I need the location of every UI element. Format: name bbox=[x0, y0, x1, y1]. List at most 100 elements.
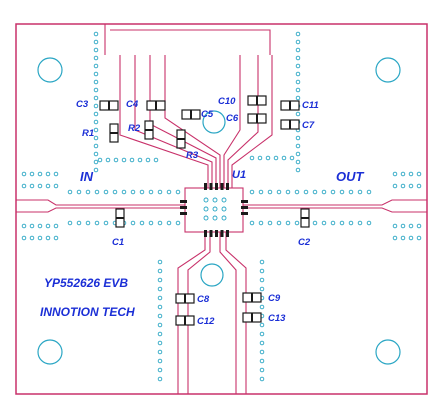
via bbox=[29, 235, 35, 241]
via bbox=[295, 31, 301, 37]
via bbox=[295, 143, 301, 149]
via bbox=[259, 286, 265, 292]
top-trace bbox=[104, 24, 271, 55]
reference-designator: C4 bbox=[126, 99, 139, 110]
via bbox=[259, 304, 265, 310]
via bbox=[139, 220, 145, 226]
input-port-label: IN bbox=[80, 169, 94, 184]
via bbox=[157, 277, 163, 283]
via bbox=[93, 127, 99, 133]
ic-pin bbox=[209, 230, 213, 237]
via bbox=[392, 235, 398, 241]
via bbox=[157, 349, 163, 355]
via bbox=[93, 39, 99, 45]
board-title-line-1: YP552626 EVB bbox=[44, 276, 128, 290]
board-title-line-2: INNOTION TECH bbox=[40, 305, 135, 319]
via bbox=[295, 63, 301, 69]
via bbox=[93, 159, 99, 165]
component-divider bbox=[289, 120, 291, 129]
via bbox=[295, 95, 301, 101]
via bbox=[93, 47, 99, 53]
via bbox=[259, 331, 265, 337]
via bbox=[21, 235, 27, 241]
via bbox=[45, 183, 51, 189]
via bbox=[258, 189, 264, 195]
via bbox=[53, 183, 59, 189]
ic-pin bbox=[180, 212, 187, 215]
reference-designator: C11 bbox=[302, 100, 319, 111]
via bbox=[366, 220, 372, 226]
via bbox=[348, 189, 354, 195]
via bbox=[29, 183, 35, 189]
ic-pin bbox=[215, 183, 218, 190]
ic-pin bbox=[215, 230, 218, 237]
component-divider bbox=[184, 316, 186, 325]
reference-designator: R3 bbox=[186, 150, 199, 161]
via bbox=[157, 331, 163, 337]
via bbox=[281, 155, 287, 161]
thermal-via bbox=[221, 215, 227, 221]
via bbox=[137, 157, 143, 163]
via bbox=[103, 189, 109, 195]
board-outline bbox=[15, 23, 428, 395]
via bbox=[157, 220, 163, 226]
via bbox=[295, 151, 301, 157]
via bbox=[157, 259, 163, 265]
ic-pin bbox=[180, 206, 187, 209]
via bbox=[330, 220, 336, 226]
thermal-via bbox=[203, 197, 209, 203]
via bbox=[295, 71, 301, 77]
via bbox=[21, 171, 27, 177]
component-divider bbox=[108, 101, 110, 110]
via bbox=[276, 189, 282, 195]
ic-pin bbox=[241, 212, 248, 215]
thermal-via bbox=[221, 206, 227, 212]
component-r3: R3 bbox=[176, 129, 199, 161]
via bbox=[45, 223, 51, 229]
via bbox=[330, 189, 336, 195]
via bbox=[157, 268, 163, 274]
via bbox=[295, 135, 301, 141]
via bbox=[400, 235, 406, 241]
component-c11: C11 bbox=[280, 100, 319, 111]
via bbox=[289, 155, 295, 161]
via bbox=[121, 189, 127, 195]
via bbox=[259, 376, 265, 382]
component-divider bbox=[256, 114, 258, 123]
via bbox=[259, 358, 265, 364]
via bbox=[53, 235, 59, 241]
via bbox=[21, 223, 27, 229]
via bbox=[45, 235, 51, 241]
via bbox=[249, 189, 255, 195]
via bbox=[93, 79, 99, 85]
via bbox=[166, 189, 172, 195]
reference-designator: C12 bbox=[197, 316, 215, 327]
via bbox=[321, 189, 327, 195]
component-r2: R2 bbox=[128, 120, 154, 140]
via bbox=[259, 367, 265, 373]
via bbox=[249, 155, 255, 161]
output-port-label: OUT bbox=[336, 169, 365, 184]
via bbox=[37, 223, 43, 229]
via bbox=[259, 322, 265, 328]
via bbox=[276, 220, 282, 226]
via bbox=[259, 268, 265, 274]
via bbox=[339, 189, 345, 195]
ic-pin bbox=[220, 183, 224, 190]
via bbox=[67, 220, 73, 226]
ic-pin bbox=[226, 230, 229, 237]
via bbox=[53, 223, 59, 229]
via bbox=[408, 171, 414, 177]
via bbox=[294, 220, 300, 226]
via bbox=[166, 220, 172, 226]
via bbox=[29, 171, 35, 177]
via bbox=[29, 223, 35, 229]
component-divider bbox=[289, 101, 291, 110]
component-divider bbox=[145, 129, 153, 131]
via bbox=[93, 95, 99, 101]
component-c1: C1 bbox=[112, 208, 125, 248]
reference-designator: C2 bbox=[298, 237, 311, 248]
via bbox=[85, 220, 91, 226]
via bbox=[157, 189, 163, 195]
